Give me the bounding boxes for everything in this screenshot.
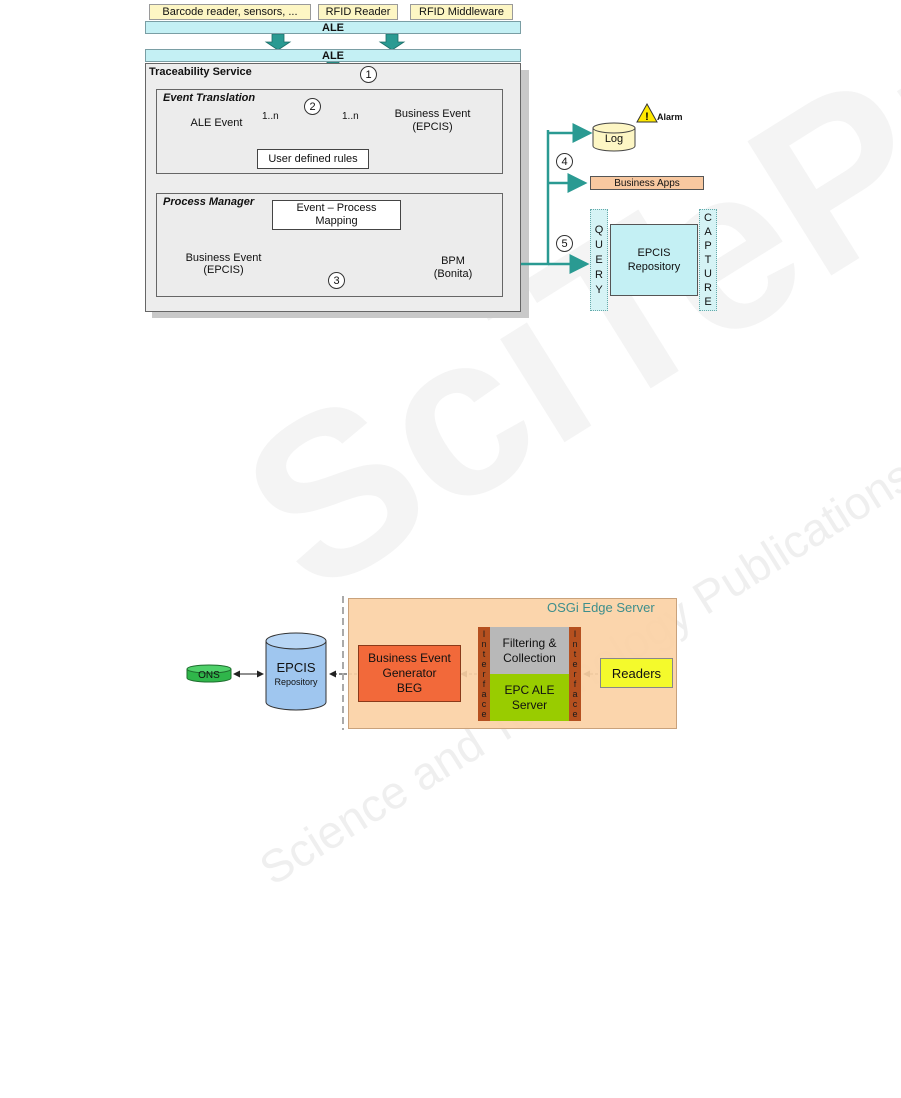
capture-letter: R	[704, 282, 712, 294]
bpm-line1: BPM	[441, 255, 465, 267]
interface-letter: f	[482, 679, 486, 689]
beg-line1: Business Event	[368, 651, 451, 665]
beg-line2: Generator	[382, 666, 437, 680]
alarm-warning-icon: !	[636, 102, 658, 123]
interface-letter: a	[481, 689, 487, 699]
interface-letter: r	[573, 669, 577, 679]
ons-cylinder	[186, 664, 232, 683]
source-rfid-reader: RFID Reader	[318, 4, 398, 20]
epcis-line2: Repository	[274, 677, 318, 687]
step-3-badge: 3	[328, 272, 345, 289]
capture-interface-bar: C A P T U R E	[699, 209, 717, 311]
business-event-label: Business Event (EPCIS)	[375, 108, 490, 134]
interface-letter: e	[481, 659, 487, 669]
query-letter: R	[595, 268, 603, 281]
query-letter: U	[595, 238, 603, 251]
svg-text:!: !	[645, 111, 649, 123]
interface-letter: I	[482, 629, 486, 639]
traceability-title: Traceability Service	[149, 66, 252, 78]
left-interface-bar: I n t e r f a c e	[478, 627, 490, 721]
interface-letter: t	[482, 649, 486, 659]
query-letter: Q	[594, 223, 604, 236]
interface-letter: n	[481, 639, 487, 649]
pm-business-event-line2: (EPCIS)	[203, 263, 244, 276]
interface-letter: e	[481, 709, 487, 719]
osgi-title: OSGi Edge Server	[547, 600, 655, 615]
interface-letter: c	[481, 699, 487, 709]
interface-letter: t	[573, 649, 577, 659]
event-translation-title: Event Translation	[163, 92, 256, 104]
repository-line1: EPCIS	[637, 247, 671, 259]
user-defined-rules-box: User defined rules	[257, 149, 369, 169]
business-apps-box: Business Apps	[590, 176, 704, 190]
step-5-badge: 5	[556, 235, 573, 252]
epcis-line1: EPCIS	[276, 660, 316, 675]
pm-business-event-line1: Business Event	[185, 251, 262, 264]
ale-event-label: ALE Event	[190, 117, 243, 129]
ale-bar-second: ALE	[145, 49, 521, 62]
mapping-line1: Event – Process	[296, 202, 377, 214]
interface-letter: I	[573, 629, 577, 639]
capture-letter: P	[704, 240, 712, 252]
ale-server-line2: Server	[511, 697, 548, 712]
ale-bar-top: ALE	[145, 21, 521, 34]
interface-letter: r	[482, 669, 486, 679]
epcis-cylinder	[265, 632, 327, 711]
query-letter: Y	[595, 283, 603, 296]
multiplicity-right: 1..n	[342, 111, 359, 122]
epc-ale-server-box: EPC ALE Server	[490, 674, 569, 721]
process-manager-title: Process Manager	[163, 196, 255, 208]
ale-down-arrow-right	[378, 33, 406, 51]
capture-letter: T	[704, 254, 712, 266]
event-process-mapping-box: Event – Process Mapping	[272, 200, 401, 230]
ale-down-arrow-left	[264, 33, 292, 51]
step-1-badge: 1	[360, 66, 377, 83]
query-letter: E	[595, 253, 603, 266]
step-2-badge: 2	[304, 98, 321, 115]
capture-letter: E	[704, 296, 712, 308]
interface-letter: e	[572, 659, 578, 669]
ale-server-line1: EPC ALE	[504, 682, 555, 697]
interface-letter: f	[573, 679, 577, 689]
right-interface-bar: I n t e r f a c e	[569, 627, 581, 721]
capture-letter: U	[704, 268, 712, 280]
filtering-line1: Filtering &	[502, 635, 557, 650]
query-interface-bar: Q U E R Y	[590, 209, 608, 311]
interface-letter: a	[572, 689, 578, 699]
mapping-line2: Mapping	[315, 215, 358, 227]
pm-business-event-label: Business Event (EPCIS)	[166, 251, 281, 276]
interface-letter: n	[572, 639, 578, 649]
ons-label: ONS	[198, 669, 220, 681]
beg-line3: BEG	[396, 681, 423, 695]
business-event-generator-box: Business Event Generator BEG	[358, 645, 461, 702]
alarm-label: Alarm	[657, 112, 683, 122]
capture-letter: C	[704, 212, 712, 224]
business-event-line2: (EPCIS)	[412, 121, 453, 133]
log-cylinder	[592, 122, 636, 152]
bpm-label: BPM (Bonita)	[416, 254, 490, 282]
bpm-line2: (Bonita)	[433, 268, 473, 280]
repository-line2: Repository	[627, 261, 681, 273]
business-event-line1: Business Event	[394, 108, 471, 120]
capture-letter: A	[704, 226, 712, 238]
source-rfid-middleware: RFID Middleware	[410, 4, 513, 20]
epcis-repository-box: EPCIS Repository	[610, 224, 698, 296]
step-4-badge: 4	[556, 153, 573, 170]
filtering-line2: Collection	[503, 650, 556, 665]
epcis-repository-label: EPCIS Repository	[266, 652, 326, 696]
readers-box: Readers	[600, 658, 673, 688]
source-barcode: Barcode reader, sensors, ...	[149, 4, 311, 20]
filtering-collection-box: Filtering & Collection	[490, 627, 569, 674]
interface-letter: e	[572, 709, 578, 719]
interface-letter: c	[572, 699, 578, 709]
log-label: Log	[604, 133, 624, 145]
multiplicity-left: 1..n	[262, 111, 279, 122]
